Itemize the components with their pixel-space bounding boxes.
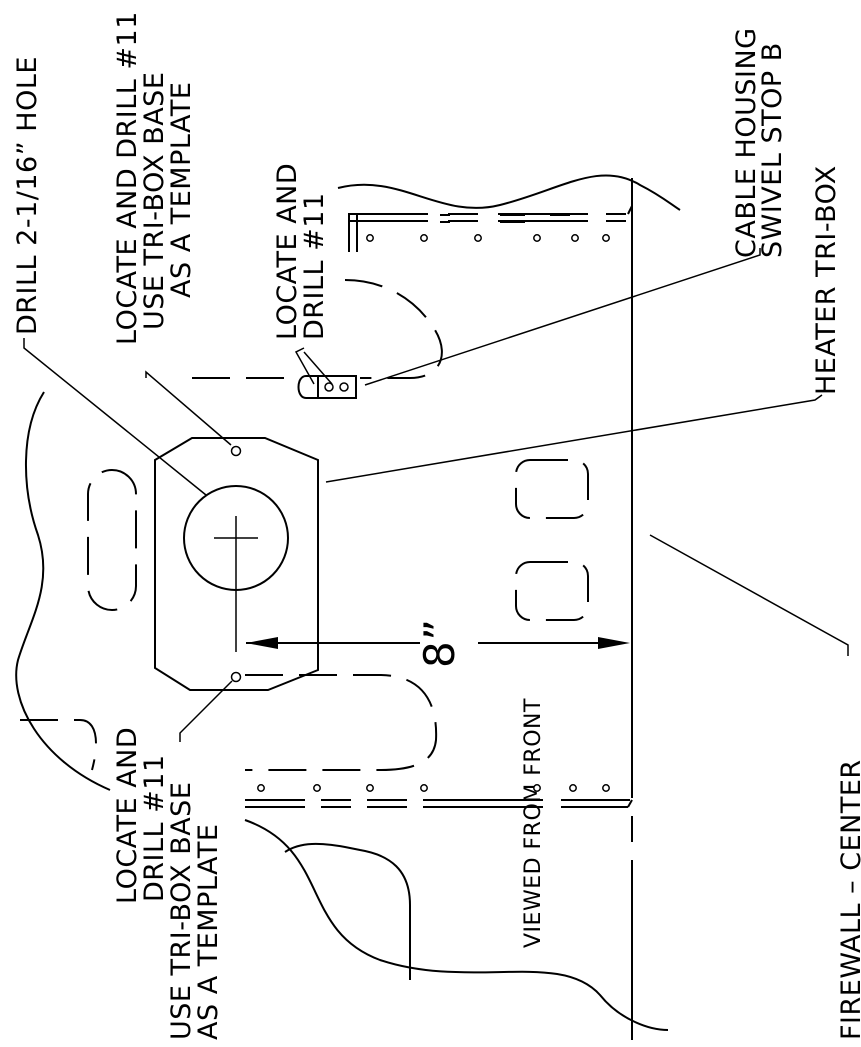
label-drill-hole: DRILL 2-1/16” HOLE [12,56,43,335]
label-firewall-center: FIREWALL – CENTER [836,759,861,1040]
hidden-cutout-upper [192,279,443,379]
cable-housing-swivel-stop [297,375,357,399]
template-hole-top [230,445,242,457]
hidden-cutout-lower [245,674,438,771]
label-viewed-from-front: VIEWED FROM FRONT [521,698,546,948]
template-hole-bottom [230,671,242,683]
leader-lines [23,248,849,742]
label-locate-drill-bot-2: DRILL #11 [139,754,170,902]
break-line-bottom-step [284,842,411,980]
label-locate-drill-top-1: LOCATE AND DRILL #11 [112,11,143,345]
hidden-oval-slot [87,469,137,611]
dimension-line [246,637,630,649]
dimension-8in: 8” [415,619,464,668]
label-heater-tribox: HEATER TRI-BOX [811,165,842,395]
label-locate-drill-mid-2: DRILL #11 [299,192,330,340]
hidden-cutout-bottom-left [20,719,97,771]
stringer-bottom [245,784,633,808]
break-line-top-right [337,174,681,211]
label-locate-drill-bot-1: LOCATE AND [112,727,143,904]
break-line-bottom [244,819,669,1031]
label-locate-drill-bot-3: USE TRI-BOX BASE [166,782,197,1040]
tri-box-base-plate [154,437,319,691]
label-locate-drill-bot-4: AS A TEMPLATE [193,824,224,1040]
hidden-cutout-square-2 [515,561,589,621]
stringer-top [348,205,633,252]
hidden-cutout-square-1 [515,459,589,519]
label-locate-drill-top-3: AS A TEMPLATE [166,82,197,298]
break-line-left [15,391,111,791]
label-cable-housing-1: CABLE HOUSING [731,27,762,258]
label-locate-drill-mid-1: LOCATE AND [272,163,303,340]
label-locate-drill-top-2: USE TRI-BOX BASE [139,72,170,330]
label-cable-housing-2: SWIVEL STOP B [757,42,788,258]
